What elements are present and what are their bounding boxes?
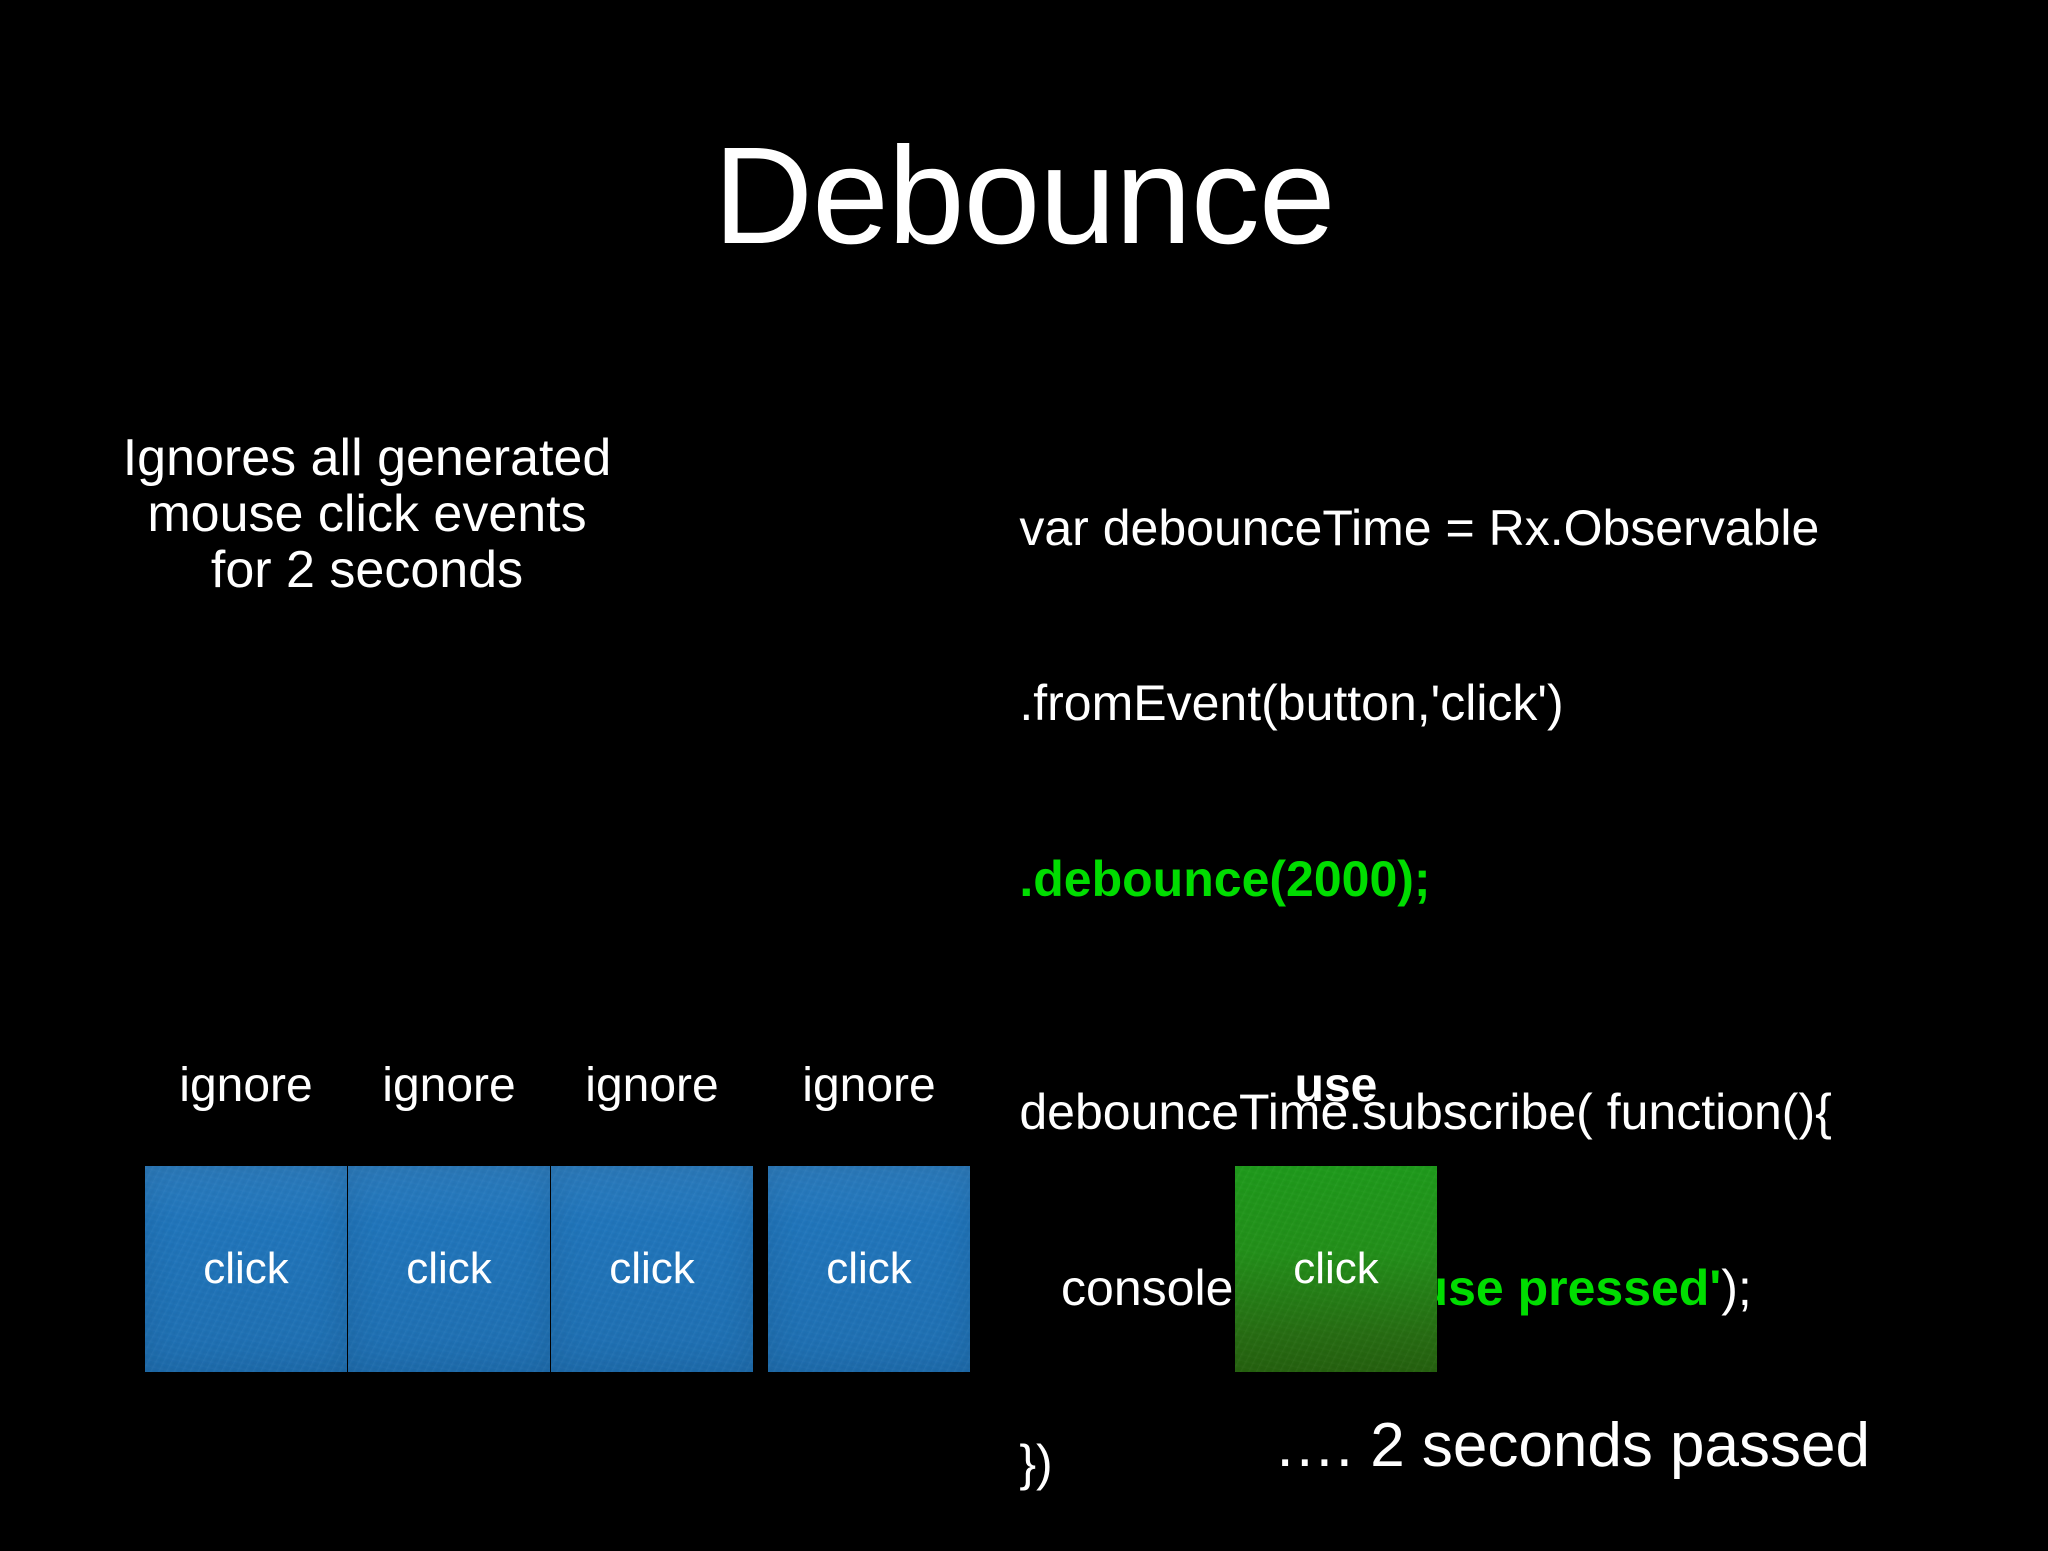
click-event-label: ignore: [348, 1060, 550, 1113]
click-events-row: ignore click ignore click ignore click i…: [145, 1060, 1445, 1380]
click-event-4: ignore click: [768, 1060, 970, 1372]
click-event-5: use click: [1235, 1060, 1437, 1372]
code-token: .fromEvent(button,'click'): [1019, 675, 1563, 731]
description-line-1: Ignores all generated: [42, 430, 692, 486]
click-button-label: click: [203, 1247, 289, 1291]
click-button-4[interactable]: click: [768, 1166, 970, 1372]
click-event-label: ignore: [551, 1060, 753, 1113]
page-title: Debounce: [0, 122, 2048, 271]
click-event-2: ignore click: [348, 1060, 550, 1372]
code-line-2: .fromEvent(button,'click'): [936, 616, 1996, 792]
click-button-2[interactable]: click: [348, 1166, 550, 1372]
click-button-label: click: [1293, 1247, 1379, 1291]
click-button-label: click: [826, 1247, 912, 1291]
code-token: var debounceTime = Rx.Observable: [1019, 500, 1819, 556]
code-sample: var debounceTime = Rx.Observable .fromEv…: [936, 440, 1996, 1551]
click-button-label: click: [609, 1247, 695, 1291]
footer-note: …. 2 seconds passed: [0, 1412, 1870, 1480]
code-line-blank: [936, 967, 1996, 1025]
code-token-debounce: .debounce(2000);: [1019, 851, 1430, 907]
code-token: );: [1721, 1260, 1752, 1316]
description-line-3: for 2 seconds: [42, 542, 692, 598]
click-event-label: ignore: [145, 1060, 347, 1113]
click-button-3[interactable]: click: [551, 1166, 753, 1372]
code-line-1: var debounceTime = Rx.Observable: [936, 440, 1996, 616]
click-button-label: click: [406, 1247, 492, 1291]
click-event-label: ignore: [768, 1060, 970, 1113]
click-button-5[interactable]: click: [1235, 1166, 1437, 1372]
click-button-1[interactable]: click: [145, 1166, 347, 1372]
code-line-3: .debounce(2000);: [936, 791, 1996, 967]
description-line-2: mouse click events: [42, 486, 692, 542]
click-event-label-use: use: [1235, 1060, 1437, 1113]
click-event-1: ignore click: [145, 1060, 347, 1372]
description-text: Ignores all generated mouse click events…: [42, 430, 692, 598]
click-event-3: ignore click: [551, 1060, 753, 1372]
